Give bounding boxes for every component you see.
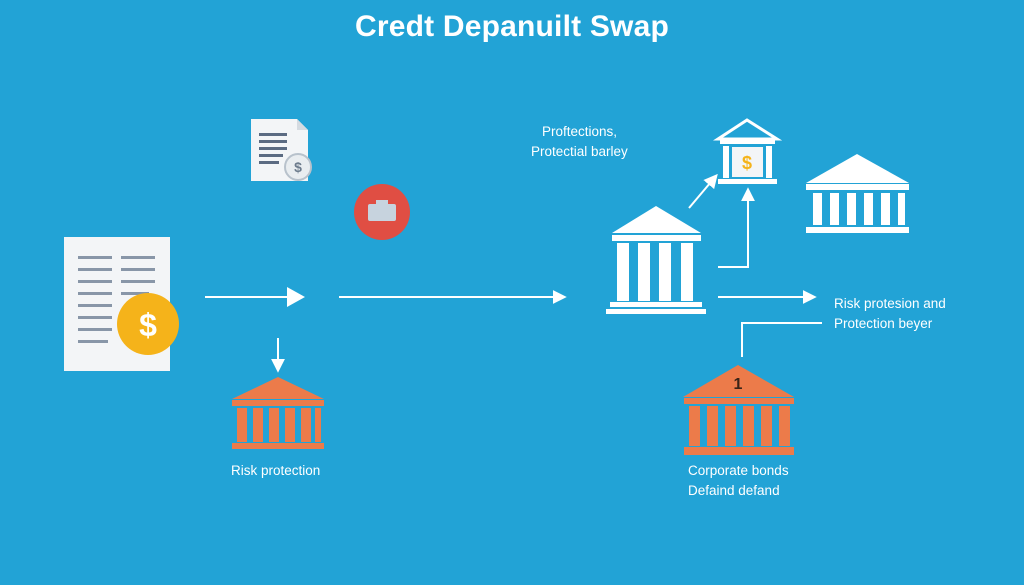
bank-icon [606,206,706,314]
arrow-icon [718,187,755,268]
arrow-icon [688,173,718,209]
protection-label-line1: Proftections, [542,124,618,139]
corporate-bonds-label-line2: Defaind defand [688,483,780,498]
bank-icon: 1 [683,365,794,455]
coin-symbol: $ [294,159,302,175]
arrow-head-icon [287,287,305,307]
risk-protection-label-line1: Risk protesion and [834,296,946,311]
risk-protection-label: Risk protection [231,463,321,478]
protection-label-line2: Protectial barley [531,144,628,159]
diagram-title: Credt Depanuilt Swap [354,10,670,43]
bank-icon [806,154,909,233]
coin-symbol: $ [139,307,157,343]
risk-protection-label-line2: Protection beyer [834,316,933,331]
bank-icon: $ [712,118,783,184]
bank-icon [232,377,324,449]
briefcase-icon [354,184,410,240]
dollar-coin-icon: $ [284,153,312,181]
corporate-bonds-label-line1: Corporate bonds [688,463,789,478]
connector-line [741,322,822,357]
dollar-coin-icon: $ [117,293,179,355]
bank-dollar-symbol: $ [742,153,752,173]
bond-number: 1 [734,376,743,393]
